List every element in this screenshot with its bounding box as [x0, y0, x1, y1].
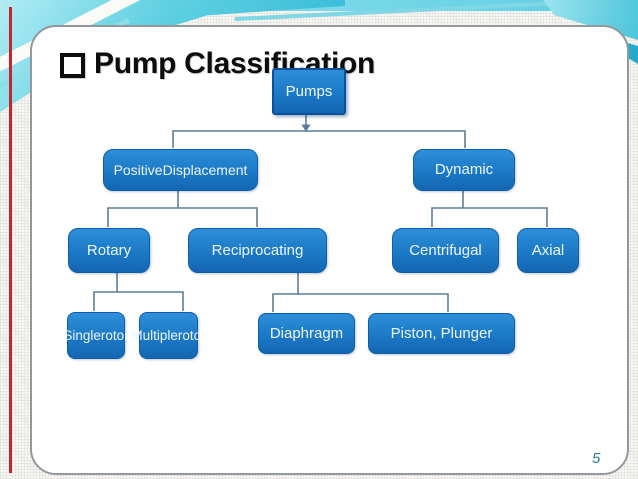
- node-label-line: Displacement: [162, 161, 248, 178]
- node-axial: Axial: [517, 228, 579, 273]
- node-single-rotor: Single rotor: [63, 312, 129, 359]
- node-positive-displacement: Positive Displacement: [103, 149, 258, 191]
- node-label: Rotary: [86, 241, 132, 259]
- node-piston-plunger: Piston, Plunger: [368, 313, 515, 354]
- node-label: Axial: [531, 241, 565, 259]
- node-label-line: rotor: [177, 327, 206, 343]
- node-label: Diaphragm: [269, 324, 344, 342]
- red-accent-line: [9, 7, 12, 473]
- node-dynamic: Dynamic: [413, 149, 515, 191]
- node-diaphragm: Diaphragm: [258, 313, 355, 354]
- node-label-line: rotor: [100, 327, 129, 343]
- node-label: Pumps: [285, 82, 333, 100]
- square-bullet-icon: [60, 53, 85, 79]
- page-number: 5: [592, 450, 601, 467]
- node-label: Centrifugal: [409, 241, 482, 259]
- node-multiple-rotor: Multiple rotor: [131, 312, 206, 359]
- node-label: Reciprocating: [211, 241, 304, 259]
- node-reciprocating: Reciprocating: [188, 228, 327, 273]
- node-label-line: Single: [63, 327, 101, 343]
- node-label: Piston, Plunger: [390, 324, 493, 342]
- node-pumps: Pumps: [272, 68, 346, 115]
- node-label-line: Multiple: [131, 327, 178, 343]
- node-label: Dynamic: [434, 161, 494, 179]
- node-label-line: Positive: [113, 161, 163, 178]
- node-centrifugal: Centrifugal: [392, 228, 499, 273]
- node-rotary: Rotary: [68, 228, 150, 273]
